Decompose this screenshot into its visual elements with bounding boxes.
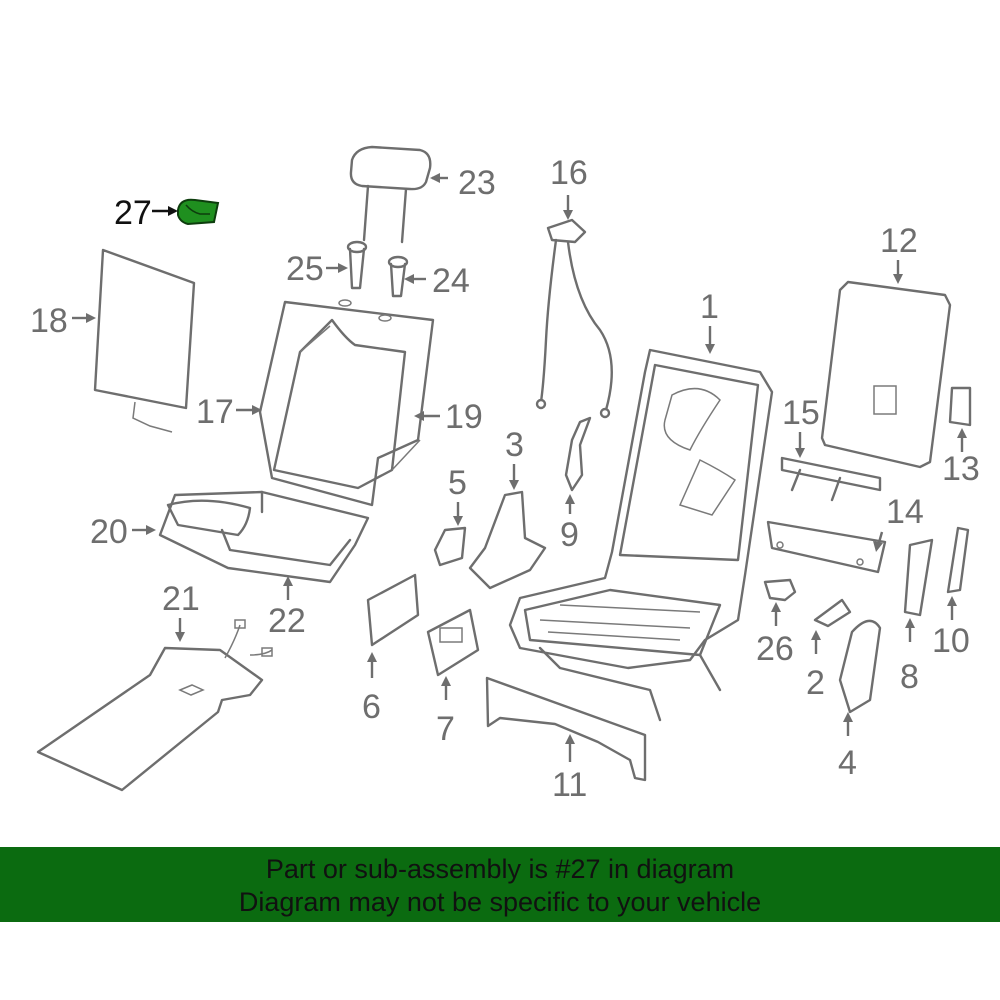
part-6-panel bbox=[366, 573, 420, 647]
svg-text:19: 19 bbox=[445, 398, 483, 436]
part-2-latch bbox=[813, 598, 852, 628]
callout-19[interactable]: 19 bbox=[414, 398, 483, 436]
callout-12[interactable]: 12 bbox=[880, 222, 918, 284]
callout-1[interactable]: 1 bbox=[700, 288, 719, 354]
callout-15[interactable]: 15 bbox=[782, 394, 820, 458]
svg-text:11: 11 bbox=[552, 766, 587, 804]
svg-text:13: 13 bbox=[942, 450, 980, 488]
callout-2[interactable]: 2 bbox=[806, 630, 825, 702]
callout-11[interactable]: 11 bbox=[552, 734, 587, 804]
part-16-cable bbox=[535, 218, 613, 419]
callout-16[interactable]: 16 bbox=[550, 154, 588, 220]
part-14-track bbox=[766, 520, 887, 574]
svg-text:9: 9 bbox=[560, 516, 579, 554]
svg-text:27: 27 bbox=[114, 194, 152, 232]
callout-17[interactable]: 17 bbox=[196, 393, 262, 431]
callout-9[interactable]: 9 bbox=[560, 494, 579, 554]
part-13-clip bbox=[948, 386, 972, 427]
callout-4[interactable]: 4 bbox=[838, 712, 857, 782]
part-12-rear-panel bbox=[820, 280, 952, 469]
part-15-bracket bbox=[780, 456, 882, 502]
part-8-trim bbox=[903, 538, 934, 617]
part-3-bracket bbox=[468, 490, 547, 590]
part-1-seat-frame bbox=[508, 348, 774, 722]
callout-27[interactable]: 27 bbox=[114, 194, 178, 232]
svg-text:4: 4 bbox=[838, 744, 857, 782]
part-25-guide bbox=[346, 240, 368, 290]
svg-text:20: 20 bbox=[90, 513, 128, 551]
callout-21[interactable]: 21 bbox=[162, 580, 200, 642]
svg-text:18: 18 bbox=[30, 302, 68, 340]
part-10-trim bbox=[946, 526, 970, 594]
part-18-back-panel bbox=[93, 248, 196, 433]
part-5-cover bbox=[433, 526, 467, 567]
callout-3[interactable]: 3 bbox=[505, 426, 524, 490]
callout-22[interactable]: 22 bbox=[268, 576, 306, 640]
svg-text:25: 25 bbox=[286, 250, 324, 288]
svg-text:17: 17 bbox=[196, 393, 234, 431]
callout-25[interactable]: 25 bbox=[286, 250, 348, 288]
svg-text:14: 14 bbox=[886, 493, 924, 531]
svg-text:21: 21 bbox=[162, 580, 200, 618]
callout-13[interactable]: 13 bbox=[942, 428, 980, 488]
part-23-headrest bbox=[349, 145, 432, 244]
svg-text:7: 7 bbox=[436, 710, 455, 748]
part-26-block bbox=[763, 578, 797, 602]
part-21-mat bbox=[36, 619, 273, 792]
banner-line-2: Diagram may not be specific to your vehi… bbox=[238, 887, 762, 917]
callout-18[interactable]: 18 bbox=[30, 302, 96, 340]
callout-5[interactable]: 5 bbox=[448, 464, 467, 526]
svg-text:22: 22 bbox=[268, 602, 306, 640]
callout-8[interactable]: 8 bbox=[900, 618, 919, 696]
svg-text:6: 6 bbox=[362, 688, 381, 726]
callout-26[interactable]: 26 bbox=[756, 602, 794, 668]
svg-text:2: 2 bbox=[806, 664, 825, 702]
svg-text:23: 23 bbox=[458, 164, 496, 202]
callout-23[interactable]: 23 bbox=[430, 164, 496, 202]
callout-24[interactable]: 24 bbox=[404, 262, 470, 300]
part-20-22-cushion bbox=[158, 490, 370, 584]
callout-20[interactable]: 20 bbox=[90, 513, 156, 551]
part-27-highlighted bbox=[177, 198, 220, 226]
banner-line-1: Part or sub-assembly is #27 in diagram bbox=[265, 854, 735, 884]
svg-text:10: 10 bbox=[932, 622, 970, 660]
svg-text:26: 26 bbox=[756, 630, 794, 668]
svg-text:1: 1 bbox=[700, 288, 719, 326]
callout-6[interactable]: 6 bbox=[362, 652, 381, 726]
callout-10[interactable]: 10 bbox=[932, 596, 970, 660]
svg-text:16: 16 bbox=[550, 154, 588, 192]
svg-text:15: 15 bbox=[782, 394, 820, 432]
part-7-bracket bbox=[426, 608, 480, 677]
svg-text:3: 3 bbox=[505, 426, 524, 464]
svg-text:8: 8 bbox=[900, 658, 919, 696]
part-17-19-seatback bbox=[258, 299, 435, 507]
svg-text:12: 12 bbox=[880, 222, 918, 260]
part-9-bracket bbox=[564, 416, 592, 492]
part-4-cover bbox=[838, 619, 882, 714]
svg-text:24: 24 bbox=[432, 262, 470, 300]
part-24-guide bbox=[387, 255, 409, 298]
svg-text:5: 5 bbox=[448, 464, 467, 502]
callout-14[interactable]: 14 bbox=[873, 493, 924, 552]
callout-7[interactable]: 7 bbox=[436, 676, 455, 748]
info-banner: Part or sub-assembly is #27 in diagram D… bbox=[0, 847, 1000, 922]
part-11-lower-trim bbox=[485, 676, 647, 782]
